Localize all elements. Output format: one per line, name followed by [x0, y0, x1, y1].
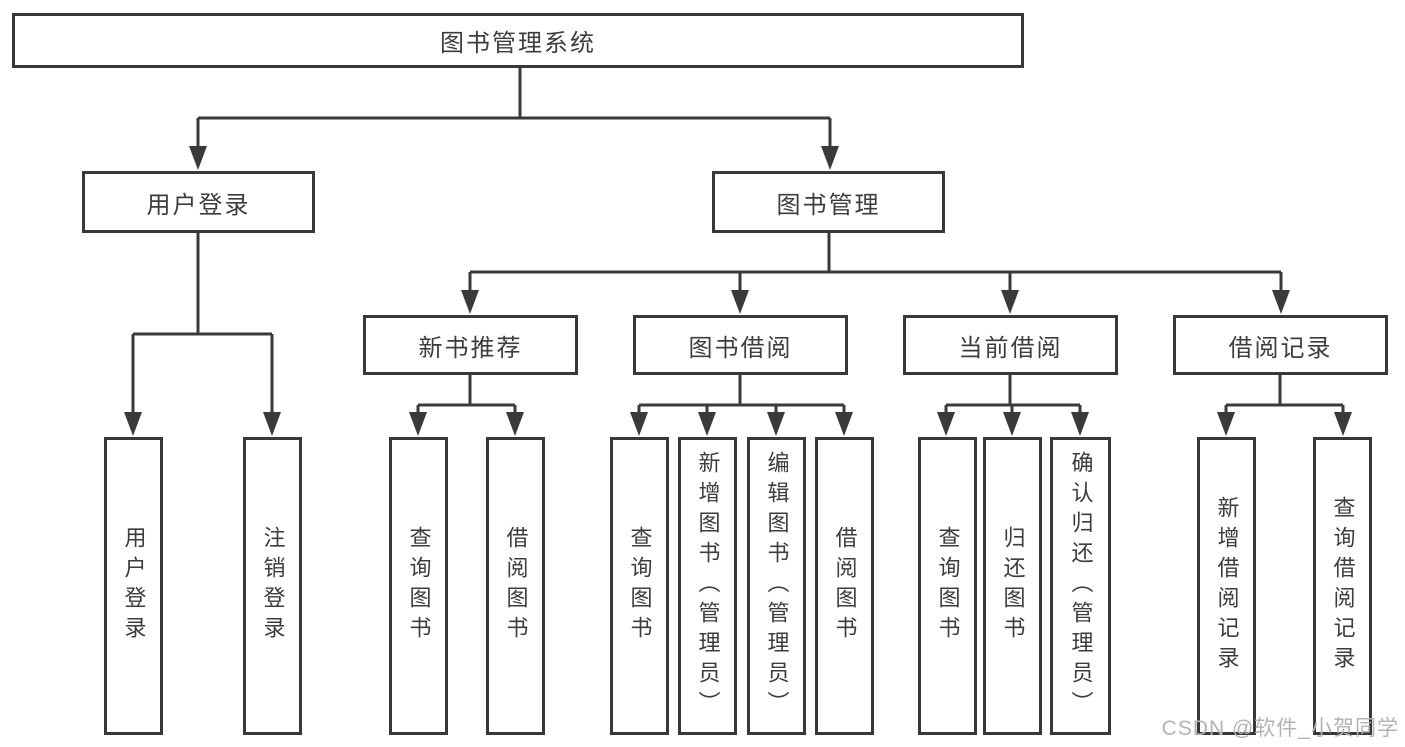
leaf-label: 查询借阅记录: [1330, 496, 1356, 676]
node-label: 图书管理: [776, 191, 881, 219]
node-label: 新书推荐: [418, 334, 523, 362]
csdn-watermark: CSDN @软件_小贺同学: [1161, 717, 1399, 740]
node-user-login: 用户登录: [82, 171, 315, 233]
node-label: 图书管理系统: [440, 30, 596, 57]
node-label: 图书借阅: [688, 334, 793, 362]
node-label: 当前借阅: [958, 334, 1063, 362]
leaf-query-books-recommendation: 查询图书: [389, 437, 448, 735]
node-new-book-recommendation: 新书推荐: [363, 315, 578, 375]
leaf-borrow-books-recommendation: 借阅图书: [486, 437, 545, 735]
leaf-label: 查询图书: [406, 526, 432, 646]
leaf-label: 借阅图书: [503, 526, 529, 646]
node-book-borrowing: 图书借阅: [633, 315, 848, 375]
leaf-label: 确认归还（管理员）: [1068, 451, 1094, 721]
node-borrowing-records: 借阅记录: [1173, 315, 1388, 375]
leaf-confirm-return-admin: 确认归还（管理员）: [1050, 437, 1111, 735]
node-current-borrowing: 当前借阅: [903, 315, 1118, 375]
leaf-borrow-books-borrowing: 借阅图书: [815, 437, 874, 735]
leaf-label: 查询图书: [935, 526, 961, 646]
leaf-add-books-admin: 新增图书（管理员）: [678, 437, 737, 735]
leaf-edit-books-admin: 编辑图书（管理员）: [747, 437, 806, 735]
node-label: 用户登录: [146, 191, 251, 219]
arrowheads: [124, 146, 1352, 436]
node-book-management: 图书管理: [712, 171, 945, 233]
node-label: 借阅记录: [1228, 334, 1333, 362]
leaf-label: 借阅图书: [832, 526, 858, 646]
leaf-label: 新增图书（管理员）: [695, 451, 721, 721]
leaf-add-borrow-record: 新增借阅记录: [1197, 437, 1256, 735]
leaf-label: 编辑图书（管理员）: [764, 451, 790, 721]
leaf-label: 查询图书: [627, 526, 653, 646]
leaf-label: 新增借阅记录: [1214, 496, 1240, 676]
leaf-label: 注销登录: [260, 526, 286, 646]
leaf-user-login: 用户登录: [104, 437, 163, 735]
leaf-query-books-current: 查询图书: [918, 437, 977, 735]
leaf-query-borrow-record: 查询借阅记录: [1313, 437, 1372, 735]
leaf-query-books-borrowing: 查询图书: [610, 437, 669, 735]
leaf-logout: 注销登录: [243, 437, 302, 735]
leaf-label: 归还图书: [1000, 526, 1026, 646]
leaf-label: 用户登录: [121, 526, 147, 646]
node-library-management-system: 图书管理系统: [12, 13, 1024, 68]
leaf-return-books: 归还图书: [983, 437, 1042, 735]
